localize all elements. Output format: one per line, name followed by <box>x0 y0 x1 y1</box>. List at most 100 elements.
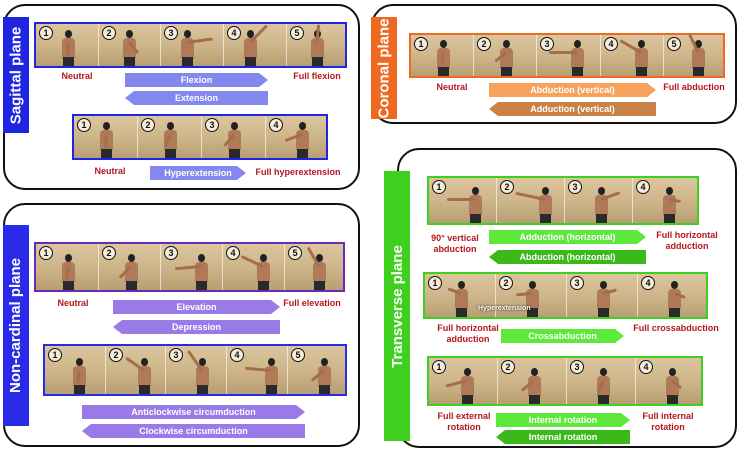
label-line: Full internal <box>630 411 706 422</box>
clockwise-circumduction-arrow: Clockwise circumduction <box>82 424 305 438</box>
step-number: 1 <box>432 360 446 374</box>
step-number: 5 <box>291 348 305 362</box>
transverse-full-horizontal-adduction-label-2: Full horizontal adduction <box>432 323 504 345</box>
label-line: abduction <box>425 244 485 255</box>
step-number: 3 <box>540 37 554 51</box>
pose-figure <box>527 368 541 404</box>
step-number: 2 <box>102 26 116 40</box>
sagittal-neutral-label: Neutral <box>52 71 102 82</box>
pose-figure <box>264 358 278 394</box>
coronal-neutral-label: Neutral <box>427 82 477 93</box>
pose-figure <box>122 30 136 66</box>
noncardinal-neutral-label: Neutral <box>48 298 98 309</box>
pose-figure <box>667 281 681 317</box>
step-number: 5 <box>288 246 302 260</box>
transverse-90-vertical-label: 90° vertical abduction <box>425 233 485 255</box>
step-number: 4 <box>636 180 650 194</box>
step-number: 5 <box>667 37 681 51</box>
step-number: 2 <box>500 180 514 194</box>
abduction-horizontal-arrow: Abduction (horizontal) <box>489 250 646 264</box>
step-number: 3 <box>570 276 584 290</box>
label-line: adduction <box>432 334 504 345</box>
noncardinal-title: Non-cardinal plane <box>8 258 25 393</box>
step-number: 2 <box>499 276 513 290</box>
label-line: adduction <box>645 241 729 252</box>
step-number: 2 <box>501 360 515 374</box>
step-number: 4 <box>641 276 655 290</box>
step-number: 5 <box>290 26 304 40</box>
adduction-horizontal-arrow: Adduction (horizontal) <box>489 230 646 244</box>
sagittal-neutral-label-2: Neutral <box>85 166 135 177</box>
noncardinal-circumduction-strip: 1 2 3 4 5 <box>43 344 347 396</box>
label-line: 90° vertical <box>425 233 485 244</box>
step-number: 3 <box>205 118 219 132</box>
extension-arrow: Extension <box>125 91 268 105</box>
hyperextension-overlay-text: Hyperextension <box>478 305 531 312</box>
coronal-title: Coronal plane <box>376 18 393 118</box>
pose-figure <box>194 254 208 290</box>
pose-figure <box>454 281 468 317</box>
transverse-full-crossabduction-label: Full crossabduction <box>624 323 728 334</box>
pose-figure <box>312 254 326 290</box>
transverse-title-box: Transverse plane <box>384 171 410 441</box>
pose-figure <box>61 30 75 66</box>
pose-figure <box>665 368 679 404</box>
pose-figure <box>295 122 309 158</box>
step-number: 1 <box>428 276 442 290</box>
step-number: 1 <box>432 180 446 194</box>
label-line: Full external <box>432 411 496 422</box>
pose-figure <box>596 281 610 317</box>
internal-rotation-arrow-back: Internal rotation <box>496 430 630 444</box>
label-line: Full horizontal <box>645 230 729 241</box>
transverse-full-internal-rotation-label: Full internal rotation <box>630 411 706 433</box>
step-number: 4 <box>227 26 241 40</box>
transverse-horizontal-adduction-strip: 1 2 3 4 <box>427 176 699 225</box>
label-line: rotation <box>630 422 706 433</box>
step-number: 1 <box>48 348 62 362</box>
step-number: 1 <box>39 26 53 40</box>
transverse-full-horizontal-adduction-label: Full horizontal adduction <box>645 230 729 252</box>
pose-figure <box>594 187 608 223</box>
coronal-abduction-strip: 1 2 3 4 5 <box>409 33 725 78</box>
noncardinal-elevation-strip: 1 2 3 4 5 <box>34 242 345 292</box>
transverse-crossabduction-strip: 1 2 3 4 <box>423 272 708 319</box>
coronal-full-abduction-label: Full abduction <box>654 82 734 93</box>
label-line: rotation <box>432 422 496 433</box>
transverse-full-external-rotation-label: Full external rotation <box>432 411 496 433</box>
pose-figure <box>499 40 513 76</box>
step-number: 1 <box>77 118 91 132</box>
pose-figure <box>124 254 138 290</box>
pose-figure <box>180 30 194 66</box>
coronal-title-box: Coronal plane <box>371 17 397 119</box>
step-number: 4 <box>269 118 283 132</box>
pose-figure <box>662 187 676 223</box>
step-number: 4 <box>230 348 244 362</box>
pose-figure <box>310 30 324 66</box>
sagittal-full-flexion-label: Full flexion <box>282 71 352 82</box>
step-number: 1 <box>39 246 53 260</box>
step-number: 3 <box>169 348 183 362</box>
step-number: 2 <box>477 37 491 51</box>
pose-figure <box>538 187 552 223</box>
label-line: Full horizontal <box>432 323 504 334</box>
pose-figure <box>460 368 474 404</box>
step-number: 2 <box>102 246 116 260</box>
step-number: 3 <box>164 26 178 40</box>
transverse-internal-rotation-strip: 1 2 3 4 <box>427 356 703 406</box>
pose-figure <box>243 30 257 66</box>
flexion-arrow: Flexion <box>125 73 268 87</box>
abduction-vertical-arrow: Abduction (vertical) <box>489 83 656 97</box>
pose-figure <box>634 40 648 76</box>
step-number: 2 <box>109 348 123 362</box>
pose-figure <box>317 358 331 394</box>
step-number: 3 <box>164 246 178 260</box>
pose-figure <box>691 40 705 76</box>
pose-figure <box>596 368 610 404</box>
step-number: 2 <box>141 118 155 132</box>
step-number: 4 <box>604 37 618 51</box>
pose-figure <box>436 40 450 76</box>
step-number: 1 <box>414 37 428 51</box>
pose-figure <box>570 40 584 76</box>
internal-rotation-arrow: Internal rotation <box>496 413 630 427</box>
pose-figure <box>72 358 86 394</box>
